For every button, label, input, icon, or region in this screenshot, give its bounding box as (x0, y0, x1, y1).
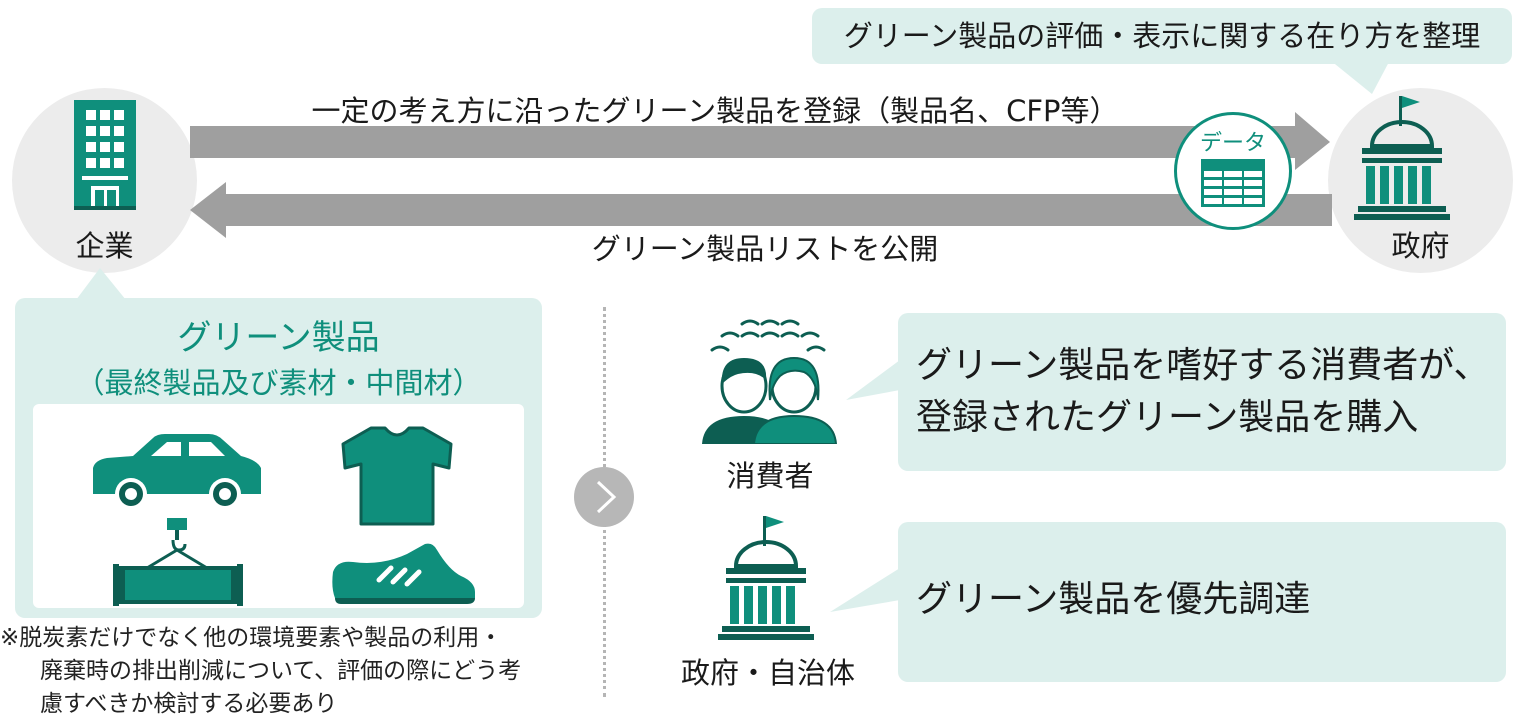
gov-local-label: 政府・自治体 (680, 656, 855, 690)
footnote-line-1: ※脱炭素だけでなく他の環境要素や製品の利用・ (0, 625, 503, 651)
consumer-label: 消費者 (726, 459, 814, 493)
building-icon (74, 100, 136, 210)
register-arrow-label: 一定の考え方に沿ったグリーン製品を登録（製品名、CFP等） (311, 94, 1119, 128)
company-label: 企業 (75, 229, 134, 263)
top-callout-text: グリーン製品の評価・表示に関する在り方を整理 (843, 19, 1481, 53)
green-products-panel: グリーン製品 （最終製品及び素材・中間材） (15, 298, 542, 618)
chevron-right-button (574, 467, 634, 527)
government-actor: 政府 (1328, 88, 1513, 273)
government-label: 政府 (1391, 229, 1450, 263)
government-building-icon (1354, 96, 1450, 220)
green-products-title: グリーン製品 (177, 318, 380, 358)
footnote-line-2: 廃棄時の排出削減について、評価の際にどう考 (40, 658, 522, 684)
green-products-subtitle: （最終製品及び素材・中間材） (75, 366, 482, 400)
data-badge-label: データ (1199, 131, 1266, 156)
data-table-icon (1201, 159, 1265, 207)
tshirt-icon (341, 426, 453, 526)
gov-local-text: グリーン製品を優先調達 (916, 579, 1311, 620)
data-badge: データ (1174, 112, 1292, 230)
chevron-right-icon (596, 480, 617, 514)
shoe-icon (332, 543, 475, 604)
consumer-bubble: グリーン製品を嗜好する消費者が、 登録されたグリーン製品を購入 (898, 313, 1506, 471)
top-callout-tail (1330, 60, 1390, 94)
footnote-line-3: 慮すべきか検討する必要あり (40, 691, 338, 717)
consumer-text-line-1: グリーン製品を嗜好する消費者が、 (916, 345, 1490, 386)
gov-local-bubble: グリーン製品を優先調達 (898, 522, 1506, 682)
footnote: ※脱炭素だけでなく他の環境要素や製品の利用・ 廃棄時の排出削減について、評価の際… (0, 622, 600, 721)
gov-bubble-tail (830, 568, 900, 612)
product-icons-box (33, 404, 524, 608)
register-arrow (190, 112, 1330, 170)
publish-arrow-label: グリーン製品リストを公開 (591, 232, 939, 266)
local-government-icon (718, 516, 814, 640)
crane-material-icon (113, 518, 243, 606)
consumers-icon (702, 319, 838, 444)
car-icon (93, 434, 261, 506)
consumer-text-line-2: 登録されたグリーン製品を購入 (916, 397, 1419, 438)
consumer-bubble-tail (846, 360, 900, 400)
product-panel-tail (76, 268, 126, 300)
company-actor: 企業 (12, 88, 197, 273)
publish-arrow (190, 182, 1332, 238)
top-callout: グリーン製品の評価・表示に関する在り方を整理 (812, 8, 1512, 64)
